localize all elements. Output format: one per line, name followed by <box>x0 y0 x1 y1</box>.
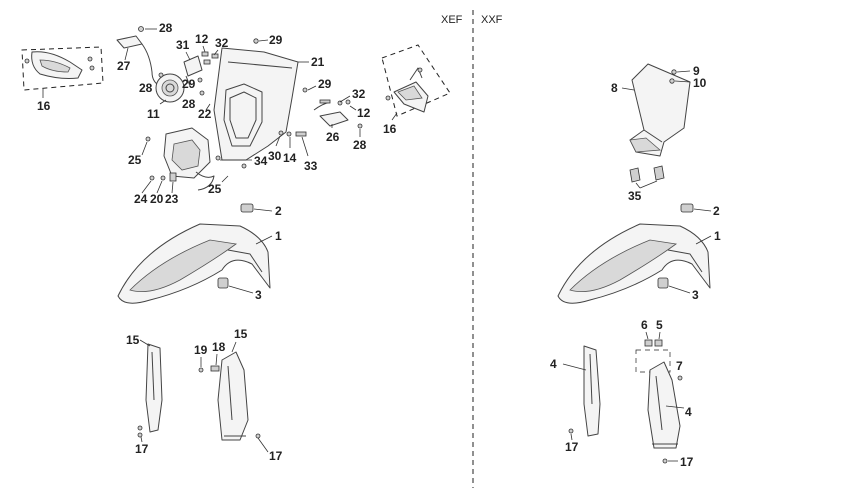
callout-33: 33 <box>304 159 318 173</box>
callout-28-d: 28 <box>353 138 367 152</box>
callout-18: 18 <box>212 340 226 354</box>
callout-12-a: 12 <box>195 32 209 46</box>
callout-25-a: 25 <box>128 153 142 167</box>
callout-2-left: 2 <box>275 204 282 218</box>
callout-32-a: 32 <box>215 36 229 50</box>
callout-25-b: 25 <box>208 182 222 196</box>
callout-24: 24 <box>134 192 148 206</box>
callout-20: 20 <box>150 192 164 206</box>
callout-30: 30 <box>268 149 282 163</box>
callout-31: 31 <box>176 38 190 52</box>
callout-15-a: 15 <box>126 333 140 347</box>
callout-27: 27 <box>117 59 131 73</box>
callout-16-left: 16 <box>37 99 51 113</box>
headlight-bracket <box>183 51 219 96</box>
callout-28-c: 28 <box>182 97 196 111</box>
callout-5: 5 <box>656 318 663 332</box>
callout-2-right: 2 <box>713 204 720 218</box>
number-plate <box>629 63 691 157</box>
callout-19: 19 <box>194 343 208 357</box>
callout-4-right: 4 <box>685 405 692 419</box>
callout-17-a: 17 <box>135 442 149 456</box>
callout-35: 35 <box>628 189 642 203</box>
callout-16-right: 16 <box>383 122 397 136</box>
turn-signal-left <box>116 26 161 87</box>
callout-17-b: 17 <box>269 449 283 463</box>
callout-28-a: 28 <box>159 21 173 35</box>
headlight-ring <box>155 73 185 103</box>
callout-23: 23 <box>165 192 179 206</box>
hand-guard-right <box>381 44 451 117</box>
fork-guard-left-b <box>198 351 261 441</box>
callout-11: 11 <box>147 107 160 121</box>
callout-14: 14 <box>283 151 297 165</box>
callout-32-b: 32 <box>352 87 366 101</box>
hand-guard-left <box>21 46 104 91</box>
front-fender-left <box>117 223 271 304</box>
headlight-unit <box>163 127 215 191</box>
callout-17-d: 17 <box>680 455 694 469</box>
callout-22: 22 <box>198 107 212 121</box>
callout-10: 10 <box>693 76 707 90</box>
callout-3-left: 3 <box>255 288 262 302</box>
callout-15-b: 15 <box>234 327 248 341</box>
callout-29-top: 29 <box>269 33 283 47</box>
front-fender-right <box>557 223 711 304</box>
callout-34: 34 <box>254 154 268 168</box>
variant-label-right: XXF <box>481 14 503 26</box>
turn-signal-right <box>313 99 351 127</box>
callout-29-a: 29 <box>182 77 196 91</box>
callout-21: 21 <box>311 55 325 69</box>
callout-28-b: 28 <box>139 81 153 95</box>
headlight-mask <box>213 47 299 161</box>
callout-1-right: 1 <box>714 229 721 243</box>
callout-4-left: 4 <box>550 357 557 371</box>
callout-8: 8 <box>611 81 618 95</box>
callout-3-right: 3 <box>692 288 699 302</box>
callout-26: 26 <box>326 130 340 144</box>
fork-guard-right-a <box>568 345 601 437</box>
callout-12-b: 12 <box>357 106 371 120</box>
fork-guard-right-b <box>635 339 683 464</box>
callout-17-c: 17 <box>565 440 579 454</box>
callout-9: 9 <box>693 64 700 78</box>
callout-6: 6 <box>641 318 648 332</box>
callout-29-c: 29 <box>318 77 332 91</box>
variant-label-left: XEF <box>441 14 463 26</box>
fork-guard-left-a <box>137 343 163 438</box>
callout-1-left: 1 <box>275 229 282 243</box>
callout-7: 7 <box>676 359 683 373</box>
